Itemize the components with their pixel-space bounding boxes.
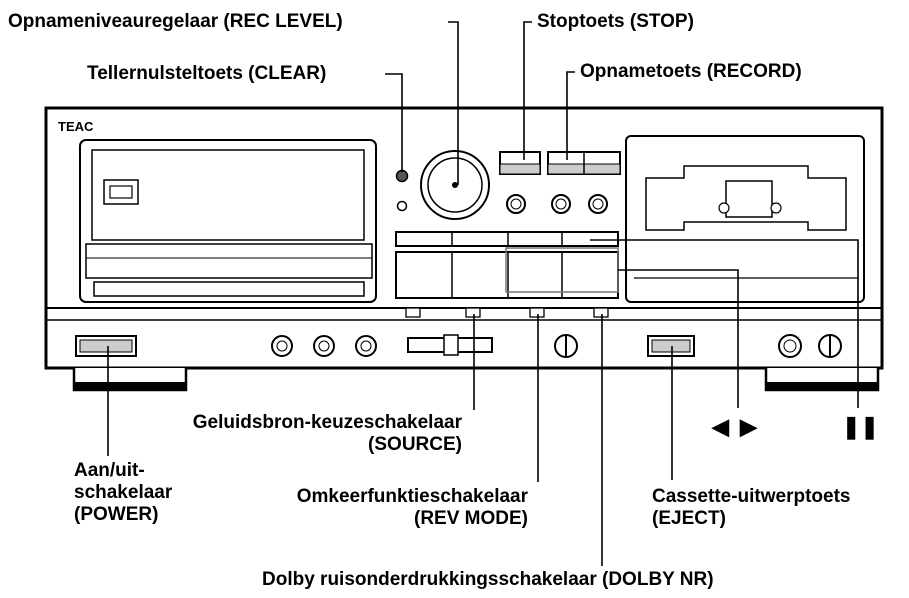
lower-trim <box>93 281 365 297</box>
label-power-line-2: schakelaar <box>74 482 173 503</box>
cassette-reel-right <box>770 202 782 214</box>
lower-right-knob-1-inner <box>783 339 797 353</box>
stop-button-face <box>499 163 541 175</box>
rec-level-knob-center <box>452 182 458 188</box>
foot-left-shadow <box>74 382 186 390</box>
label-rev-mode-line-2: (REV MODE) <box>414 508 528 529</box>
leader-rec-level <box>448 21 459 185</box>
label-rev-mode: Omkeerfunktieschakelaar (REV MODE) <box>266 486 528 530</box>
label-record: Opnametoets (RECORD) <box>580 61 802 82</box>
leader-lines <box>107 21 859 566</box>
label-power: Aan/uit- schakelaar (POWER) <box>74 460 172 526</box>
foot-right-shadow <box>766 382 878 390</box>
leader-pause <box>590 239 859 408</box>
indicator-led <box>396 200 408 212</box>
label-source: Geluidsbron-keuzeschakelaar (SOURCE) <box>150 412 462 456</box>
label-eject: Cassette-uitwerptoets (EJECT) <box>652 486 851 530</box>
label-eject-line-2: (EJECT) <box>652 508 726 529</box>
label-eject-line-1: Cassette-uitwerptoets <box>652 486 851 507</box>
clear-button[interactable] <box>395 169 409 183</box>
label-stop: Stoptoets (STOP) <box>537 11 694 32</box>
switch-tab-2[interactable] <box>465 307 481 318</box>
play-forward-icon: ▶ <box>740 414 757 439</box>
source-slide-handle[interactable] <box>443 334 459 356</box>
leader-clear <box>385 73 403 172</box>
cassette-reel-window <box>725 180 773 218</box>
label-rec-level: Opnameniveauregelaar (REC LEVEL) <box>8 11 343 32</box>
lower-knob-1-inner <box>318 340 330 352</box>
label-source-line-1: Geluidsbron-keuzeschakelaar <box>192 412 462 433</box>
label-clear: Tellernulsteltoets (CLEAR) <box>87 63 327 84</box>
transport-row-upper[interactable] <box>395 231 619 247</box>
leader-play <box>618 269 739 408</box>
label-rev-mode-line-1: Omkeerfunktieschakelaar <box>296 486 528 507</box>
lower-knob-2-inner <box>360 340 372 352</box>
play-reverse-icon: ◀ <box>712 414 729 439</box>
brand-logo: TEAC <box>58 119 94 134</box>
small-knob-2-inner <box>555 198 567 210</box>
leader-stop <box>523 21 532 160</box>
small-knob-1-inner <box>510 198 522 210</box>
label-dolby: Dolby ruisonderdrukkingsschakelaar (DOLB… <box>262 569 714 590</box>
power-button-face <box>79 339 133 353</box>
source-switch-tab[interactable] <box>405 307 421 318</box>
headphone-jack-inner <box>276 340 288 352</box>
indicator-window-inner <box>109 185 133 199</box>
eject-button-face <box>651 339 691 353</box>
transport-row-lower[interactable] <box>395 251 619 299</box>
dolby-switch-tab[interactable] <box>593 307 609 318</box>
label-power-line-3: (POWER) <box>74 504 159 525</box>
tape-slot <box>85 243 373 279</box>
label-source-line-2: (SOURCE) <box>368 434 462 455</box>
label-power-line-1: Aan/uit- <box>74 460 145 481</box>
rev-mode-switch-tab[interactable] <box>529 307 545 318</box>
leader-record <box>566 71 575 160</box>
small-knob-3-inner <box>592 198 604 210</box>
cassette-reel-left <box>718 202 730 214</box>
pause-icon: ❚❚ <box>842 414 879 439</box>
